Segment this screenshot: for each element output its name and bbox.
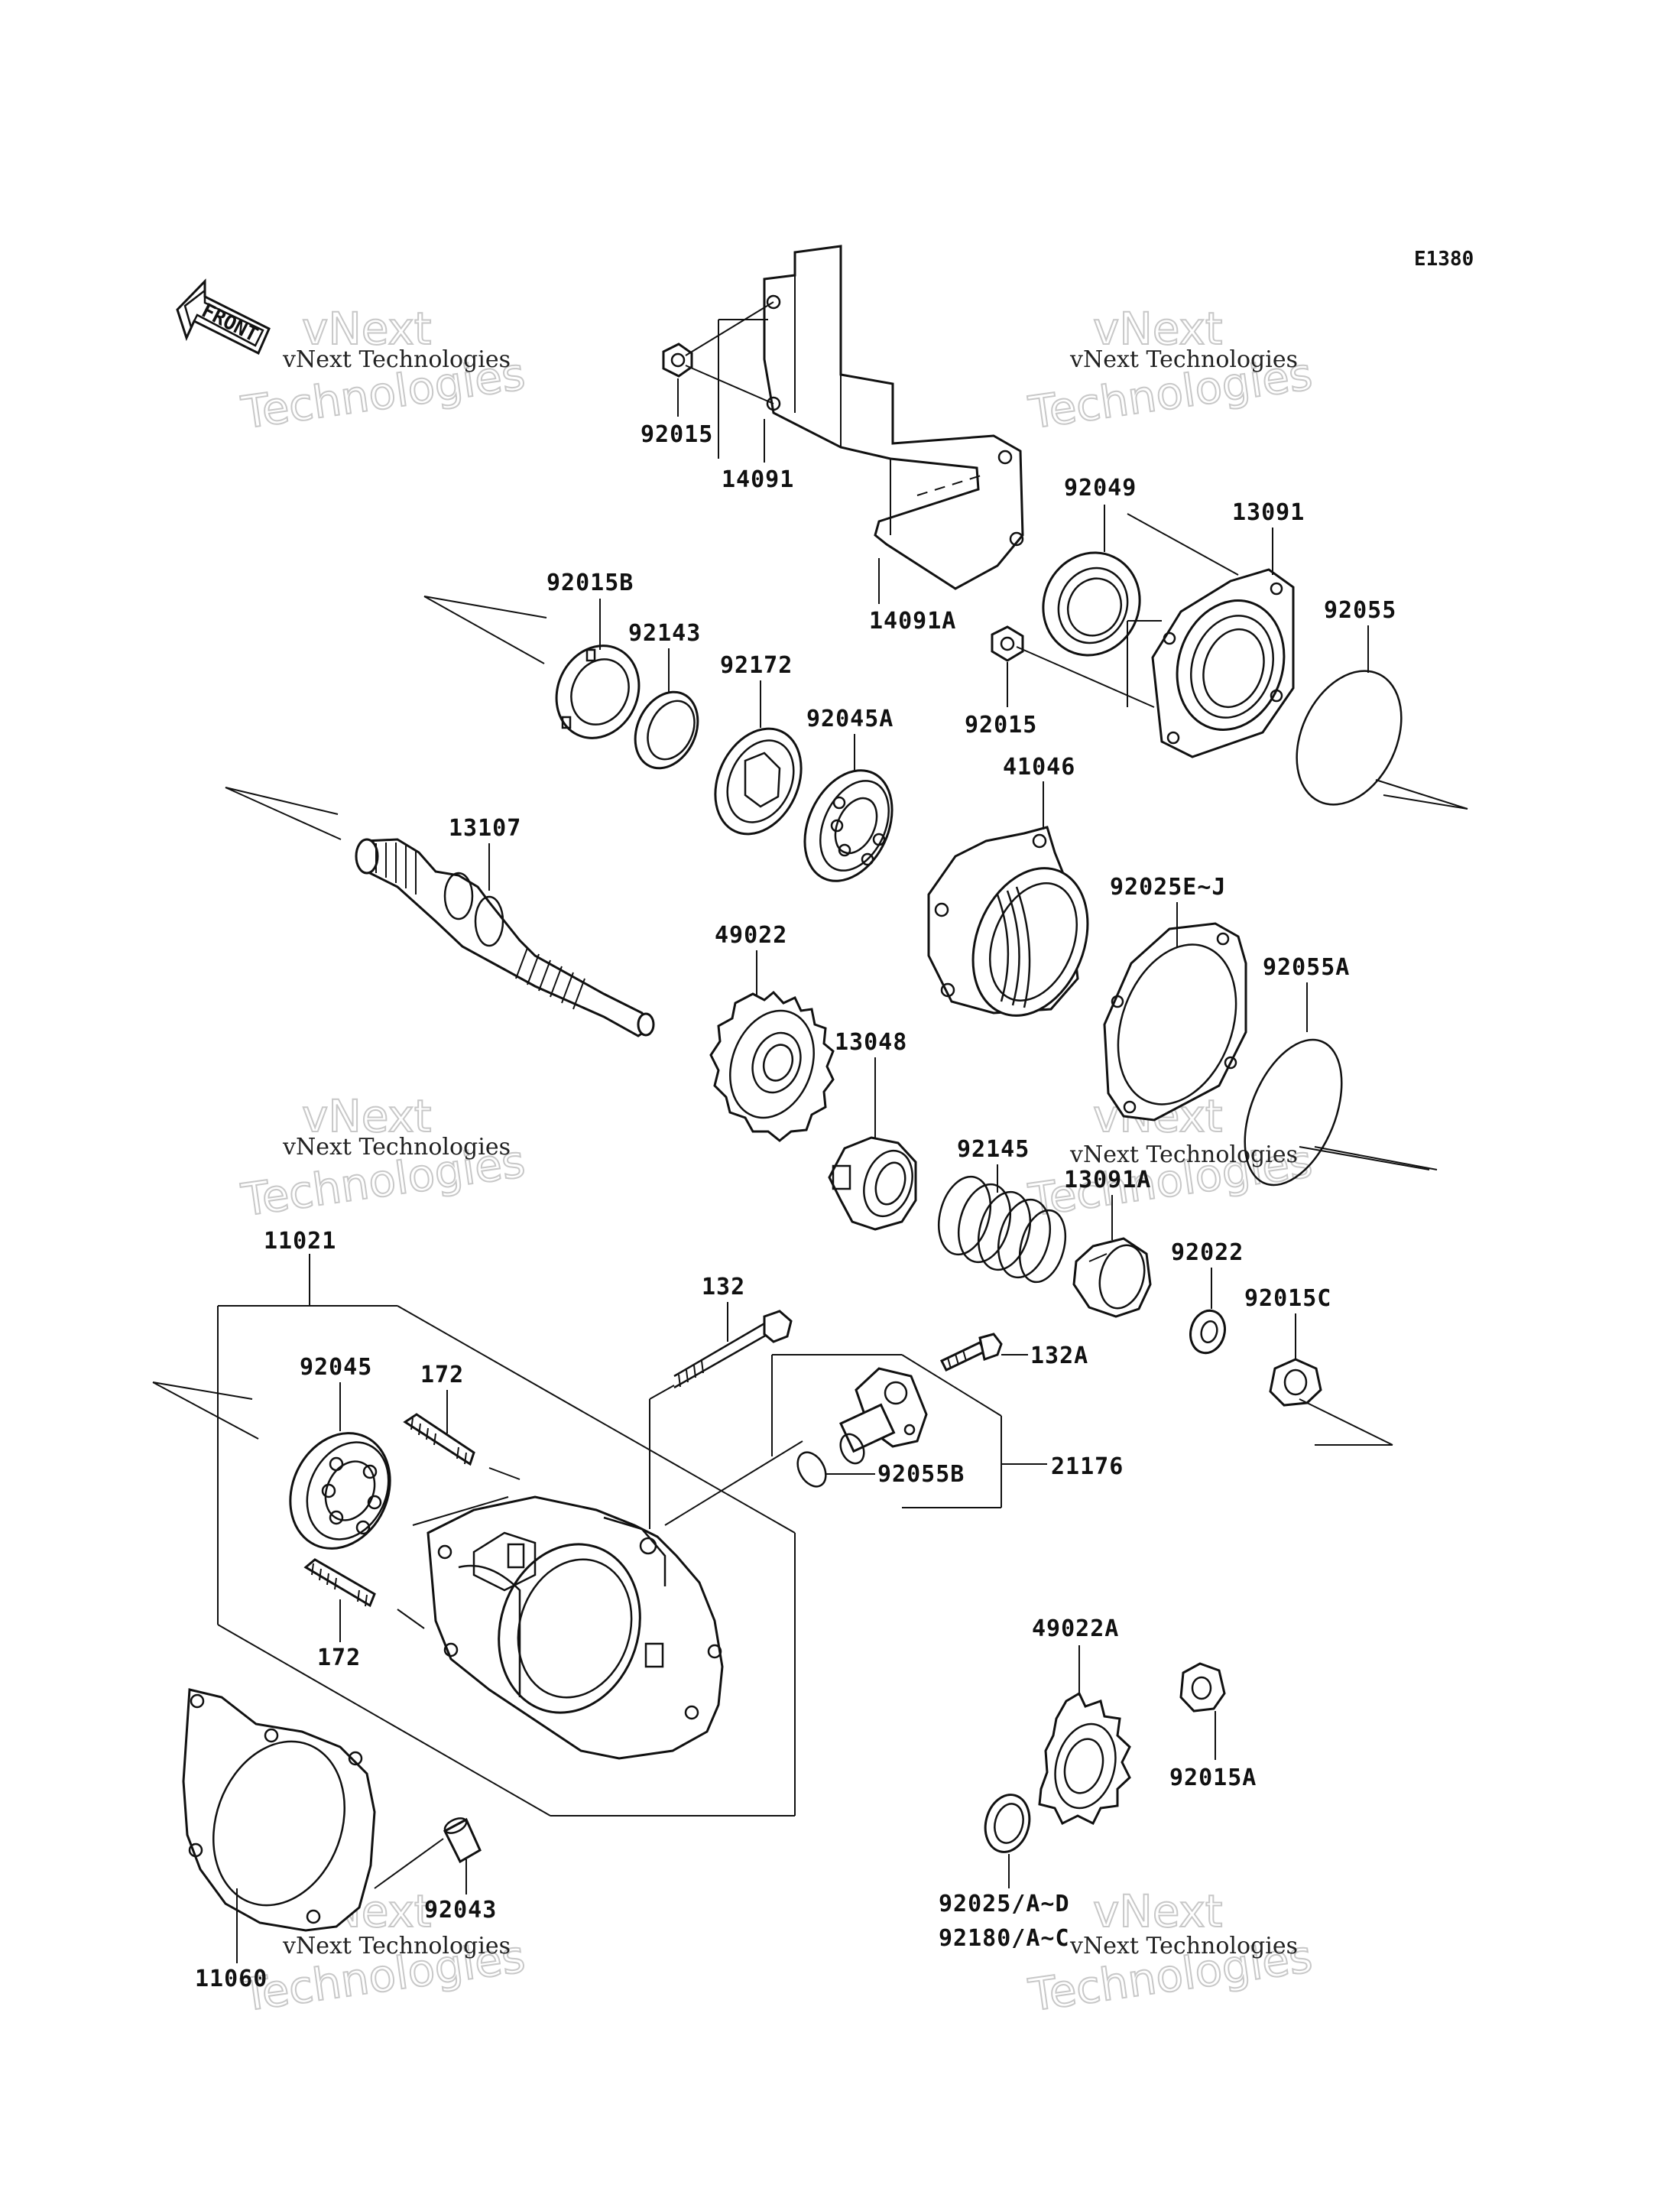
- label-13048: 13048: [835, 1029, 907, 1056]
- bearing-92045-drawing: [289, 1432, 391, 1550]
- watermark-text-1: vNext Technologies: [282, 346, 511, 373]
- label-92180AC: 92180/A~C: [939, 1925, 1070, 1952]
- front-arrow-icon: FRONT: [176, 278, 271, 356]
- label-92145: 92145: [957, 1136, 1030, 1163]
- label-92015-top: 92015: [641, 421, 713, 448]
- case-11021-drawing: [426, 1495, 724, 1760]
- label-92015B: 92015B: [546, 570, 634, 596]
- diagram-code: E1380: [1414, 248, 1474, 271]
- label-172-top: 172: [420, 1362, 464, 1388]
- label-132A: 132A: [1030, 1343, 1088, 1369]
- collar-13091A-drawing: [1072, 1237, 1152, 1318]
- label-92045: 92045: [300, 1354, 372, 1381]
- label-14091A: 14091A: [869, 608, 956, 635]
- oring-92055-drawing: [1296, 670, 1403, 806]
- oring-92055A-drawing: [1244, 1038, 1343, 1187]
- label-92055: 92055: [1324, 597, 1396, 624]
- housing-41046-drawing: [927, 826, 1089, 1017]
- label-92055A: 92055A: [1263, 954, 1350, 981]
- seal-92049-drawing: [1042, 551, 1141, 657]
- watermark-text-3: vNext Technologies: [282, 1134, 511, 1161]
- watermark-text-6: vNext Technologies: [1069, 1933, 1298, 1959]
- sensor-21176-drawing: [839, 1367, 928, 1465]
- bolt-132A-drawing: [939, 1333, 1003, 1372]
- coupling-13048-drawing: [828, 1136, 917, 1231]
- label-92055B: 92055B: [877, 1461, 965, 1488]
- label-49022: 49022: [715, 922, 787, 949]
- bolt-132-drawing: [673, 1310, 793, 1389]
- gear-49022A-drawing: [1038, 1691, 1131, 1826]
- shim-92025-drawing: [984, 1794, 1031, 1853]
- watermark-big-3: vNext: [1093, 303, 1222, 355]
- label-92025EJ: 92025E~J: [1110, 874, 1227, 901]
- label-11021: 11021: [264, 1228, 336, 1255]
- dowel-92043-drawing: [443, 1817, 482, 1864]
- label-92049: 92049: [1064, 475, 1137, 502]
- nut-92015-top-drawing: [662, 343, 693, 378]
- label-21176: 21176: [1051, 1453, 1124, 1480]
- bracket-14091-drawing: [763, 245, 1024, 590]
- gasket-11060-drawing: [182, 1688, 376, 1932]
- label-132: 132: [702, 1274, 745, 1300]
- label-13091A: 13091A: [1064, 1167, 1151, 1193]
- label-49022A: 49022A: [1032, 1615, 1119, 1642]
- label-41046: 41046: [1003, 754, 1075, 781]
- label-172-bot: 172: [317, 1644, 361, 1671]
- washer-92022-drawing: [1189, 1309, 1226, 1355]
- label-13107: 13107: [449, 815, 521, 842]
- watermark-text-5: vNext Technologies: [282, 1933, 511, 1959]
- nut-92015-mid-drawing: [991, 625, 1024, 662]
- watermark-big-11: vNext: [1093, 1885, 1222, 1937]
- nut-92015C-drawing: [1269, 1358, 1322, 1407]
- stud-172-top-drawing: [403, 1413, 475, 1466]
- watermark-big-1: vNext: [302, 303, 431, 355]
- label-92143: 92143: [628, 620, 701, 647]
- stud-172-bot-drawing: [303, 1558, 376, 1608]
- watermark-group: vNext Technologies vNext Technologies vN…: [237, 302, 1315, 2022]
- label-92015C: 92015C: [1244, 1285, 1331, 1312]
- label-14091: 14091: [722, 466, 794, 493]
- label-92015-mid: 92015: [965, 712, 1037, 739]
- ringnut-92015B-drawing: [555, 644, 641, 739]
- gear-49022-drawing: [709, 990, 835, 1142]
- label-92025AD: 92025/A~D: [939, 1891, 1070, 1917]
- label-92015A: 92015A: [1169, 1765, 1257, 1791]
- watermark-text-4: vNext Technologies: [1069, 1141, 1298, 1168]
- label-92043: 92043: [424, 1897, 497, 1924]
- watermark-big-5: vNext: [302, 1090, 431, 1142]
- label-13091: 13091: [1232, 499, 1305, 526]
- label-11060: 11060: [195, 1966, 268, 1992]
- flange-13091-drawing: [1151, 568, 1295, 758]
- label-92172: 92172: [720, 652, 793, 679]
- label-92022: 92022: [1171, 1239, 1244, 1266]
- shim-92172-drawing: [714, 727, 803, 836]
- shaft-13107-drawing: [355, 838, 655, 1037]
- bearing-92045A-drawing: [803, 769, 894, 882]
- nut-92015A-drawing: [1179, 1662, 1226, 1713]
- oring-92055B-drawing: [796, 1451, 827, 1488]
- collar-92143-drawing: [634, 690, 699, 770]
- watermark-text-2: vNext Technologies: [1069, 346, 1298, 373]
- gasket-92025EJ-drawing: [1103, 922, 1247, 1122]
- spring-92145-drawing: [938, 1175, 1067, 1284]
- label-92045A: 92045A: [806, 706, 894, 732]
